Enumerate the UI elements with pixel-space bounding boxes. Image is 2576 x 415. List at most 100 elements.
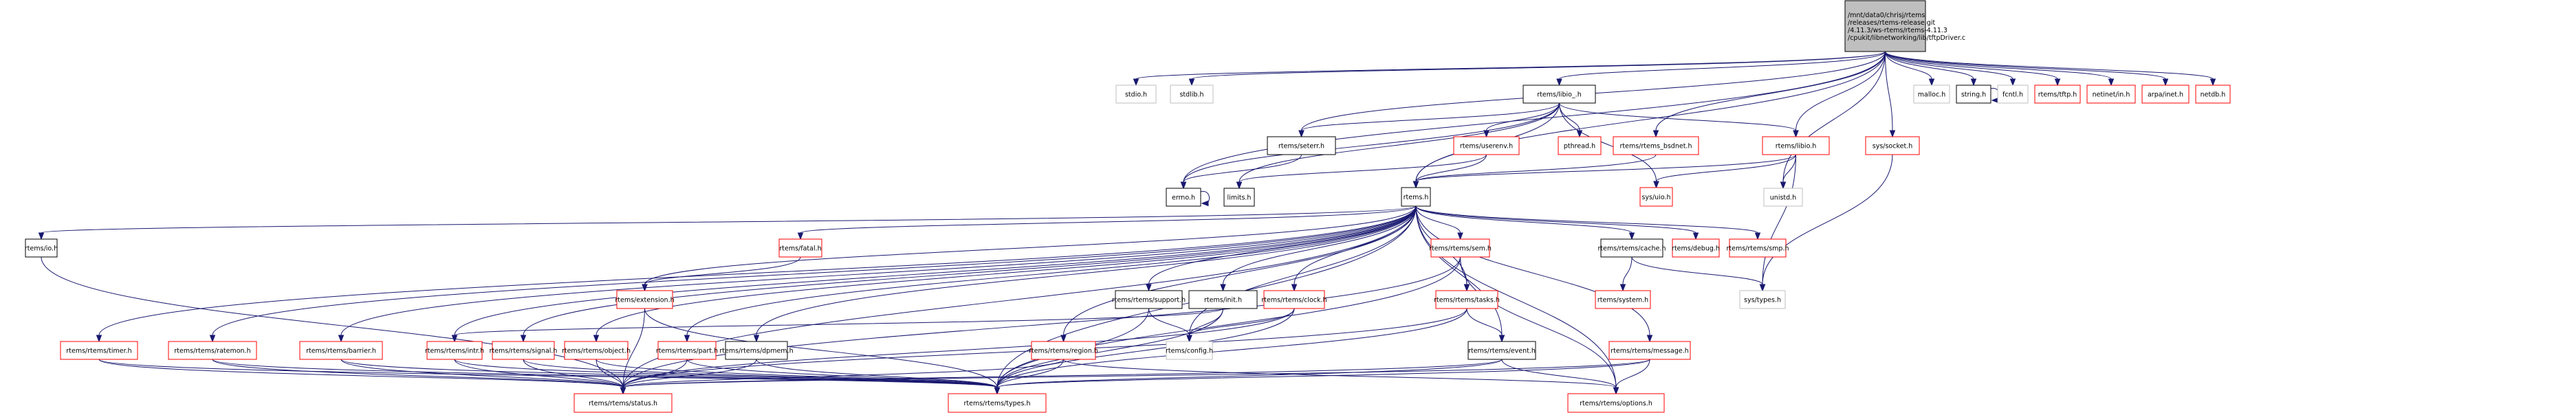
node-rtems[interactable]: rtems.h	[1401, 187, 1431, 207]
arrowhead-icon	[1780, 181, 1787, 190]
node-status[interactable]: rtems/rtems/status.h	[574, 393, 673, 413]
node-types[interactable]: rtems/rtems/types.h	[948, 393, 1047, 413]
node-bsdnet[interactable]: rtems/rtems_bsdnet.h	[1613, 136, 1699, 155]
edge-root-to-malloc	[1885, 51, 1935, 87]
node-libio[interactable]: rtems/libio.h	[1762, 136, 1830, 155]
node-box	[1401, 187, 1431, 207]
node-cache[interactable]: rtems/rtems/cache.h	[1598, 238, 1666, 258]
edge-line	[756, 359, 998, 388]
node-errno[interactable]: errno.h	[1166, 188, 1201, 207]
node-region[interactable]: rtems/rtems/region.h	[1029, 341, 1098, 360]
node-box	[1188, 290, 1258, 309]
edge-line	[1415, 205, 1503, 336]
node-io[interactable]: rtems/io.h	[25, 238, 58, 258]
node-string[interactable]: string.h	[1956, 85, 1991, 104]
edge-line	[622, 359, 1650, 388]
node-label: malloc.h	[1918, 91, 1945, 99]
node-box	[725, 341, 788, 360]
node-timer[interactable]: rtems/rtems/timer.h	[60, 341, 138, 360]
node-barrier[interactable]: rtems/rtems/barrier.h	[299, 341, 383, 360]
node-label: sys/types.h	[1744, 297, 1781, 304]
edge-line	[340, 205, 1417, 336]
node-box	[1453, 136, 1520, 155]
node-box	[60, 341, 138, 360]
node-debug[interactable]: rtems/debug.h	[1672, 238, 1720, 258]
edge-bsdnet-to-rtems	[1412, 154, 1657, 189]
node-label: sys/uio.h	[1641, 194, 1670, 201]
node-intr[interactable]: rtems/rtems/intr.h	[425, 341, 484, 360]
node-sem[interactable]: rtems/rtems/sem.h	[1429, 238, 1492, 258]
edge-rtems-to-event	[1415, 205, 1505, 343]
node-options[interactable]: rtems/rtems/options.h	[1567, 393, 1665, 413]
node-box	[1762, 136, 1830, 155]
node-system[interactable]: rtems/system.h	[1595, 290, 1651, 309]
edge-line	[644, 256, 801, 285]
node-label: fcntl.h	[2002, 91, 2023, 99]
node-box	[1435, 290, 1498, 309]
node-tasks[interactable]: rtems/rtems/tasks.h	[1434, 290, 1500, 309]
node-seterr[interactable]: rtems/seterr.h	[1267, 136, 1336, 155]
node-sys-uio[interactable]: sys/uio.h	[1639, 187, 1673, 207]
edge-root-to-string	[1885, 51, 1977, 87]
node-box	[616, 290, 673, 309]
edge-line	[98, 205, 1417, 336]
node-label: rtems/rtems/region.h	[1029, 348, 1098, 355]
node-libio-[interactable]: rtems/libio_.h	[1522, 85, 1596, 104]
node-root[interactable]: /mnt/data0/chrisj/rtems/releases/rtems-r…	[1844, 0, 1965, 52]
node-label: netinet/in.h	[2093, 91, 2130, 99]
node-sys-socket[interactable]: sys/socket.h	[1865, 136, 1920, 155]
node-label: /releases/rtems-release.git	[1848, 19, 1935, 27]
edge-line	[1486, 102, 1560, 131]
node-smp[interactable]: rtems/rtems/smp.h	[1726, 238, 1789, 258]
arrowhead-icon	[1754, 232, 1761, 240]
node-netdb[interactable]: netdb.h	[2195, 85, 2231, 104]
edge-line	[523, 205, 1417, 336]
node-event[interactable]: rtems/rtems/event.h	[1467, 341, 1536, 360]
node-fatal[interactable]: rtems/fatal.h	[778, 238, 822, 258]
node-label: rtems/rtems/ratemon.h	[174, 348, 250, 355]
edge-line	[1063, 205, 1417, 336]
node-label: unistd.h	[1770, 194, 1796, 202]
node-unistd: unistd.h	[1763, 188, 1803, 207]
edge-message-to-options	[1613, 359, 1650, 395]
edge-line	[212, 205, 1417, 336]
node-label: rtems/rtems/timer.h	[66, 348, 131, 355]
node-box	[1166, 341, 1213, 360]
node-ratemon[interactable]: rtems/rtems/ratemon.h	[168, 341, 257, 360]
node-limits[interactable]: limits.h	[1223, 188, 1255, 207]
edge-line	[996, 308, 1295, 388]
node-box	[1763, 188, 1803, 207]
node-dpmem[interactable]: rtems/rtems/dpmem.h	[719, 341, 794, 360]
node-pthread[interactable]: pthread.h	[1558, 136, 1602, 155]
node-label: rtems/tftp.h	[2038, 91, 2077, 99]
node-clock[interactable]: rtems/rtems/clock.h	[1261, 290, 1327, 309]
node-signal[interactable]: rtems/rtems/signal.h	[490, 341, 558, 360]
node-object[interactable]: rtems/rtems/object.h	[562, 341, 631, 360]
node-part[interactable]: rtems/rtems/part.h	[656, 341, 718, 360]
edge-line	[98, 359, 624, 388]
edge-line	[1415, 205, 1633, 234]
node-message[interactable]: rtems/rtems/message.h	[1608, 341, 1691, 360]
edge-line	[1183, 154, 1302, 183]
node-support[interactable]: rtems/rtems/support.h	[1112, 290, 1186, 309]
node-label: limits.h	[1227, 194, 1252, 202]
arrowhead-icon	[209, 335, 216, 343]
node-extension[interactable]: rtems/extension.h	[615, 290, 675, 309]
node-box	[426, 341, 483, 360]
node-init[interactable]: rtems/init.h	[1188, 290, 1258, 309]
node-tftp[interactable]: rtems/tftp.h	[2034, 85, 2081, 104]
node-label: rtems/rtems/tasks.h	[1434, 297, 1500, 304]
arrowhead-icon	[1133, 78, 1139, 87]
edge-line	[454, 308, 1223, 336]
edge-line	[622, 256, 1461, 388]
edge-tasks-to-event	[1466, 308, 1505, 343]
node-netinet-in[interactable]: netinet/in.h	[2086, 85, 2136, 104]
edge-line	[1415, 51, 1886, 182]
arrowhead-icon	[1060, 335, 1067, 343]
node-arpa-inet[interactable]: arpa/inet.h	[2141, 85, 2190, 104]
node-userenv[interactable]: rtems/userenv.h	[1453, 136, 1520, 155]
node-label: rtems/rtems/smp.h	[1726, 245, 1789, 253]
edge-line	[686, 205, 1417, 336]
edge-libio_-to-userenv	[1483, 102, 1560, 138]
node-stdio: stdio.h	[1115, 85, 1157, 104]
